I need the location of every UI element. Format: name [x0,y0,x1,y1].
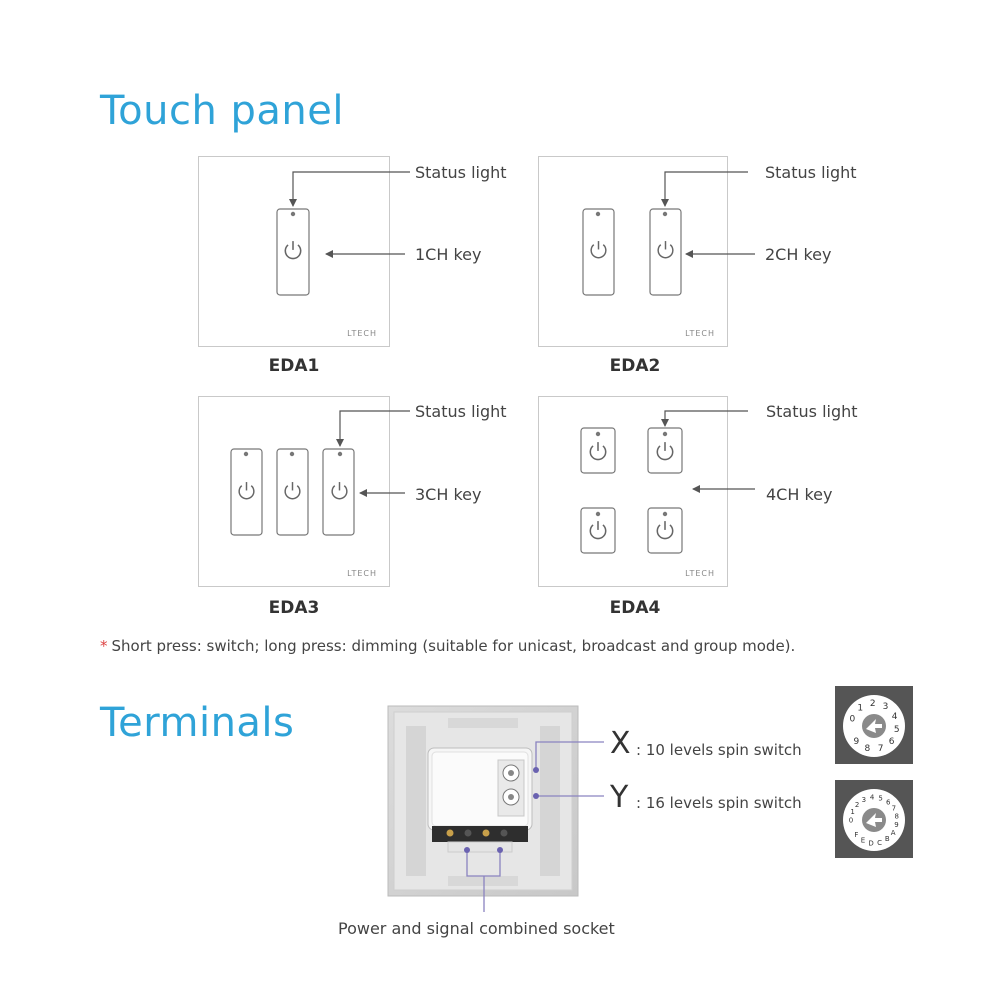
eda4-key-4[interactable] [647,507,683,554]
dial-digit: 5 [894,725,900,735]
eda4-key-3[interactable] [580,507,616,554]
note-text: Short press: switch; long press: dimming… [111,637,796,655]
y-switch-description: : 16 levels spin switch [636,794,802,812]
dial-digit: 3 [883,702,889,712]
dial-digit: 2 [870,699,876,709]
dial-digit: 9 [854,737,860,747]
note-asterisk: * [100,637,108,655]
dial-arrow [866,719,882,733]
x-dial-callout [535,741,604,768]
eda1-status-light-label: Status light [415,163,507,182]
x-switch-letter: X [610,726,631,761]
dial-digit: 9 [894,821,898,829]
eda2-model-label: EDA2 [609,356,661,376]
dial-digit: 1 [850,808,854,816]
panel-brand-logo: LTECH [685,569,715,578]
dial-digit: C [877,839,882,847]
dial-digit: 5 [878,794,882,802]
eda1-model-label: EDA1 [268,356,320,376]
eda3-key-3[interactable] [322,448,355,536]
dial-digit: 0 [849,817,853,825]
eda4-status-arrow [661,410,748,427]
dial-digit: 2 [855,801,859,809]
eda2-status-arrow [661,171,748,207]
dial-digit: 1 [857,704,863,714]
panel-brand-logo: LTECH [347,569,377,578]
panel-brand-logo: LTECH [685,329,715,338]
dial-digit: 7 [878,744,884,754]
dial-digit: E [861,837,865,845]
eda1-key-label: 1CH key [415,245,482,264]
eda1-key-1[interactable] [276,208,310,296]
y-switch-letter: Y [610,780,629,815]
touch-panel-heading: Touch panel [100,88,344,134]
socket-label: Power and signal combined socket [338,919,615,938]
dial-digit: 8 [894,813,898,821]
x-switch-description: : 10 levels spin switch [636,741,802,759]
eda4-key-1[interactable] [580,427,616,474]
eda4-key-label: 4CH key [766,485,833,504]
dial-digit: 7 [892,805,896,813]
usage-note: *Short press: switch; long press: dimmin… [100,637,795,655]
dial-digit: 8 [865,744,871,754]
eda3-key-label: 3CH key [415,485,482,504]
eda3-status-light-label: Status light [415,402,507,421]
terminals-heading: Terminals [100,700,295,746]
eda2-status-light-label: Status light [765,163,857,182]
eda2-key-label: 2CH key [765,245,832,264]
eda3-key-1[interactable] [230,448,263,536]
dial-digit: 0 [850,714,856,724]
dial-digit: B [885,835,890,843]
dial-digit: 4 [870,794,875,802]
dial-digit: 4 [892,712,898,722]
dial-digit: F [854,831,858,839]
eda2-key-1[interactable] [582,208,615,296]
panel-back-image [387,705,579,897]
eda2-key-2[interactable] [649,208,682,296]
eda4-status-light-label: Status light [766,402,858,421]
eda3-status-arrow [336,410,410,447]
eda3-model-label: EDA3 [268,598,320,618]
dial-digit: 6 [889,737,895,747]
dial-arrow [866,813,882,827]
eda3-key-2[interactable] [276,448,309,536]
panel-brand-logo: LTECH [347,329,377,338]
socket-bracket [466,850,501,877]
eda1-status-arrow [289,171,410,207]
eda4-key-2[interactable] [647,427,683,474]
dial-digit: 3 [862,796,866,804]
eda4-model-label: EDA4 [609,598,661,618]
eda2-panel: LTECH [538,156,728,347]
dial-digit: D [868,839,873,847]
dial-digit: A [891,829,896,837]
dial-digit: 6 [886,798,891,806]
